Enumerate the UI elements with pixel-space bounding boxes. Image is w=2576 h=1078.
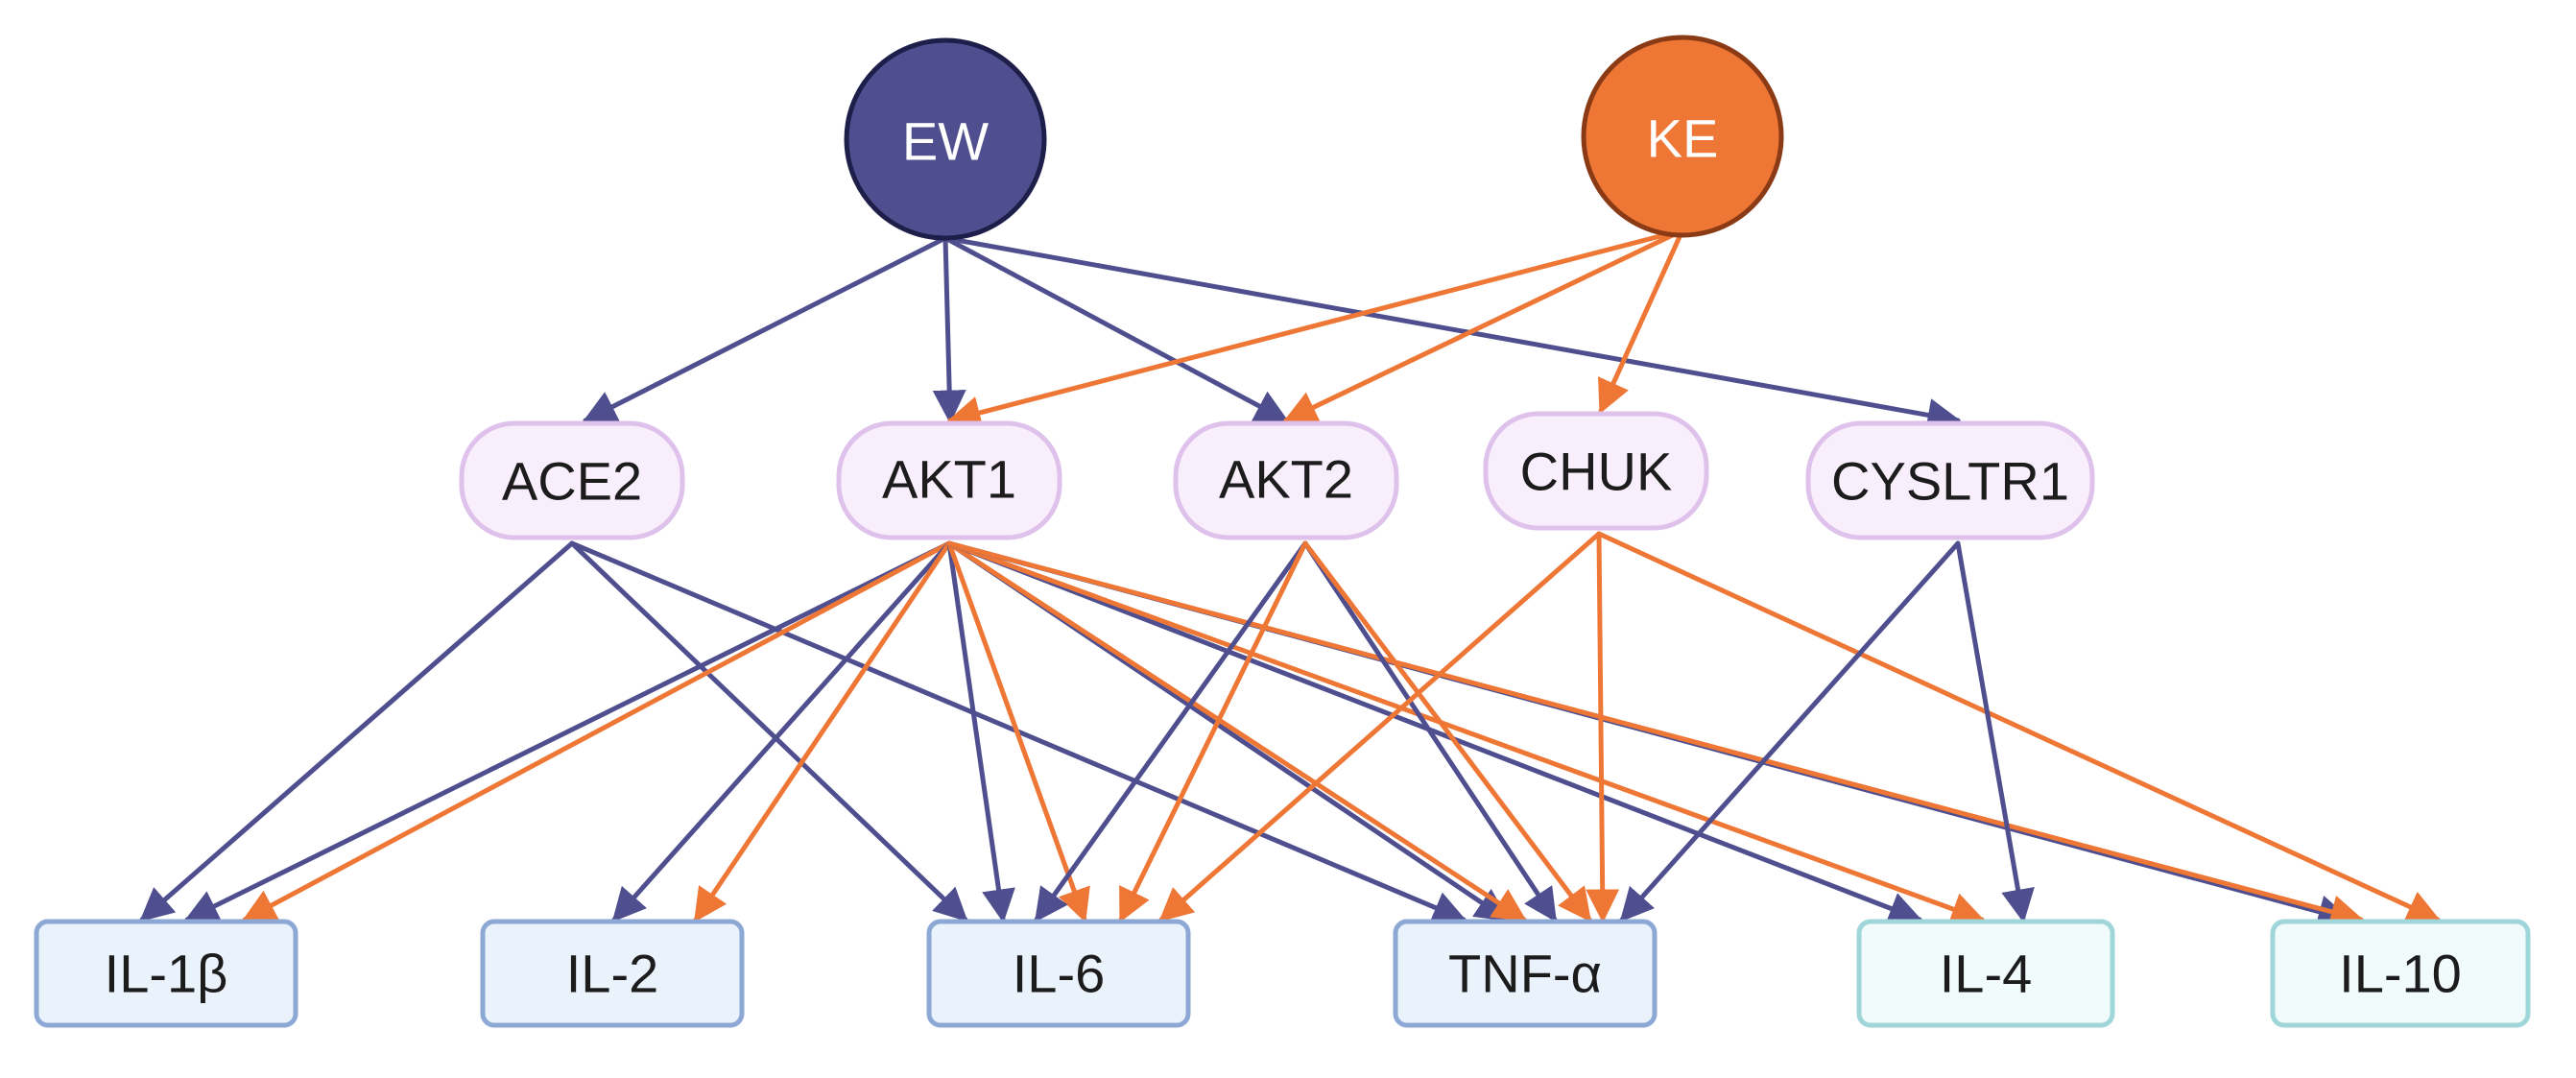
edge-ew-to-cysltr1-ew xyxy=(942,235,1962,432)
edge-chuk-to-il6-ke xyxy=(1158,531,1602,922)
edge-akt2-to-tnfa-ew xyxy=(1302,540,1558,922)
source-label-ew: EW xyxy=(902,111,989,172)
edge-ew-to-akt1-ew xyxy=(932,235,966,424)
cytokine-label-il10: IL-10 xyxy=(2339,944,2462,1004)
target-label-chuk: CHUK xyxy=(1520,442,1673,502)
cytokine-node-il1b[interactable]: IL-1β xyxy=(34,919,298,1028)
cytokine-node-il2[interactable]: IL-2 xyxy=(480,919,745,1028)
target-node-akt1[interactable]: AKT1 xyxy=(836,420,1062,540)
edge-ke-to-akt1-ke xyxy=(946,228,1685,430)
edge-cysltr1-to-il4-ew xyxy=(1955,540,2035,923)
edge-akt1-to-il6-ke xyxy=(946,540,1090,923)
source-label-ke: KE xyxy=(1647,108,1719,169)
cytokine-node-il4[interactable]: IL-4 xyxy=(1856,919,2115,1028)
edge-ace2-to-il1b-ew xyxy=(139,540,575,922)
edge-akt1-to-il6-ew xyxy=(946,540,1015,923)
edge-ke-to-akt2-ke xyxy=(1282,228,1685,423)
edge-akt1-to-il1b-ew xyxy=(183,540,952,922)
edge-chuk-to-il10-ke xyxy=(1596,531,2442,922)
cytokine-node-il10[interactable]: IL-10 xyxy=(2270,919,2531,1028)
cytokine-label-il1b: IL-1β xyxy=(105,944,228,1004)
edge-cysltr1-to-tnfa-ew xyxy=(1619,540,1961,922)
target-label-akt2: AKT2 xyxy=(1219,449,1353,510)
edge-ke-to-chuk-ke xyxy=(1598,228,1685,415)
source-node-ke[interactable]: KE xyxy=(1581,35,1784,238)
edge-akt1-to-il2-ke xyxy=(693,540,952,922)
edge-akt1-to-il4-ew xyxy=(946,540,1923,924)
target-label-akt1: AKT1 xyxy=(882,449,1016,510)
edges-layer xyxy=(139,228,2442,928)
cytokine-node-tnfa[interactable]: TNF-α xyxy=(1393,919,1658,1028)
cytokine-label-il6: IL-6 xyxy=(1013,944,1106,1004)
edge-akt2-to-tnfa-ke xyxy=(1302,540,1592,922)
target-node-akt2[interactable]: AKT2 xyxy=(1173,420,1399,540)
cytokine-label-tnfa: TNF-α xyxy=(1448,944,1602,1004)
edge-akt2-to-il6-ew xyxy=(1034,540,1308,922)
cytokine-label-il2: IL-2 xyxy=(566,944,659,1004)
target-label-cysltr1: CYSLTR1 xyxy=(1831,451,2069,512)
edge-ew-to-akt2-ew xyxy=(942,235,1290,423)
cytokine-label-il4: IL-4 xyxy=(1940,944,2033,1004)
edge-akt1-to-il4-ke xyxy=(946,540,1986,925)
target-label-ace2: ACE2 xyxy=(502,451,642,512)
edge-akt2-to-il6-ke xyxy=(1118,540,1308,923)
edge-akt1-to-il1b-ke xyxy=(241,540,952,922)
target-node-ace2[interactable]: ACE2 xyxy=(459,420,685,540)
edge-ace2-to-il6-ew xyxy=(569,540,968,922)
cytokine-node-il6[interactable]: IL-6 xyxy=(926,919,1191,1028)
target-node-cysltr1[interactable]: CYSLTR1 xyxy=(1805,420,2095,540)
source-node-ew[interactable]: EW xyxy=(844,37,1047,241)
edge-akt1-to-il10-ke xyxy=(946,540,2365,928)
edge-akt1-to-il2-ew xyxy=(611,540,952,922)
target-node-chuk[interactable]: CHUK xyxy=(1483,411,1709,531)
edge-ew-to-ace2-ew xyxy=(582,235,948,423)
edge-akt1-to-tnfa-ke xyxy=(946,540,1527,922)
edge-chuk-to-tnfa-ke xyxy=(1586,531,1620,923)
